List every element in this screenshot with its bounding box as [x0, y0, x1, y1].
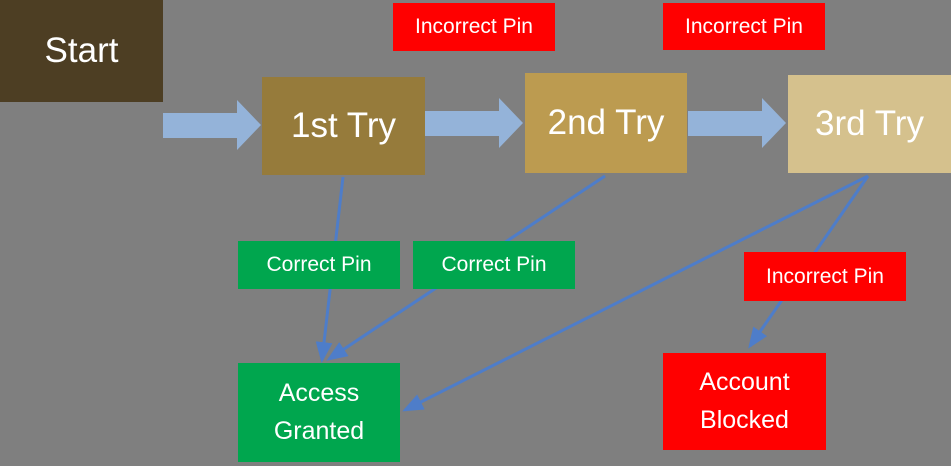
label-incorrect-pin-3: Incorrect Pin	[744, 252, 906, 301]
connector-try3-access-granted	[402, 174, 869, 412]
node-2nd-try: 2nd Try	[525, 73, 687, 173]
label-incorrect-pin-3-text: Incorrect Pin	[766, 264, 884, 288]
label-correct-pin-1-text: Correct Pin	[266, 253, 372, 276]
node-2nd-try-label: 2nd Try	[547, 102, 665, 142]
node-access-granted-label: Access Granted	[273, 379, 365, 445]
node-3rd-try-label: 3rd Try	[815, 103, 924, 143]
node-access-granted: Access Granted	[238, 363, 400, 462]
node-account-blocked-label: Account Blocked	[699, 368, 790, 434]
label-incorrect-pin-1: Incorrect Pin	[393, 3, 555, 51]
label-correct-pin-2-text: Correct Pin	[441, 253, 547, 276]
node-start: Start	[0, 0, 163, 102]
node-account-blocked: Account Blocked	[663, 353, 826, 450]
node-3rd-try: 3rd Try	[788, 75, 951, 173]
flow-arrow-try1-try2	[425, 98, 523, 148]
label-incorrect-pin-2-text: Incorrect Pin	[685, 14, 803, 38]
node-1st-try-label: 1st Try	[290, 105, 397, 145]
label-incorrect-pin-2: Incorrect Pin	[663, 3, 825, 50]
label-correct-pin-2: Correct Pin	[413, 241, 575, 289]
node-1st-try: 1st Try	[262, 77, 425, 175]
label-correct-pin-1: Correct Pin	[238, 241, 400, 289]
flow-arrow-try2-try3	[688, 98, 786, 148]
flow-arrow-start-try1	[163, 100, 261, 150]
node-start-label: Start	[44, 30, 119, 70]
label-incorrect-pin-1-text: Incorrect Pin	[415, 15, 533, 38]
